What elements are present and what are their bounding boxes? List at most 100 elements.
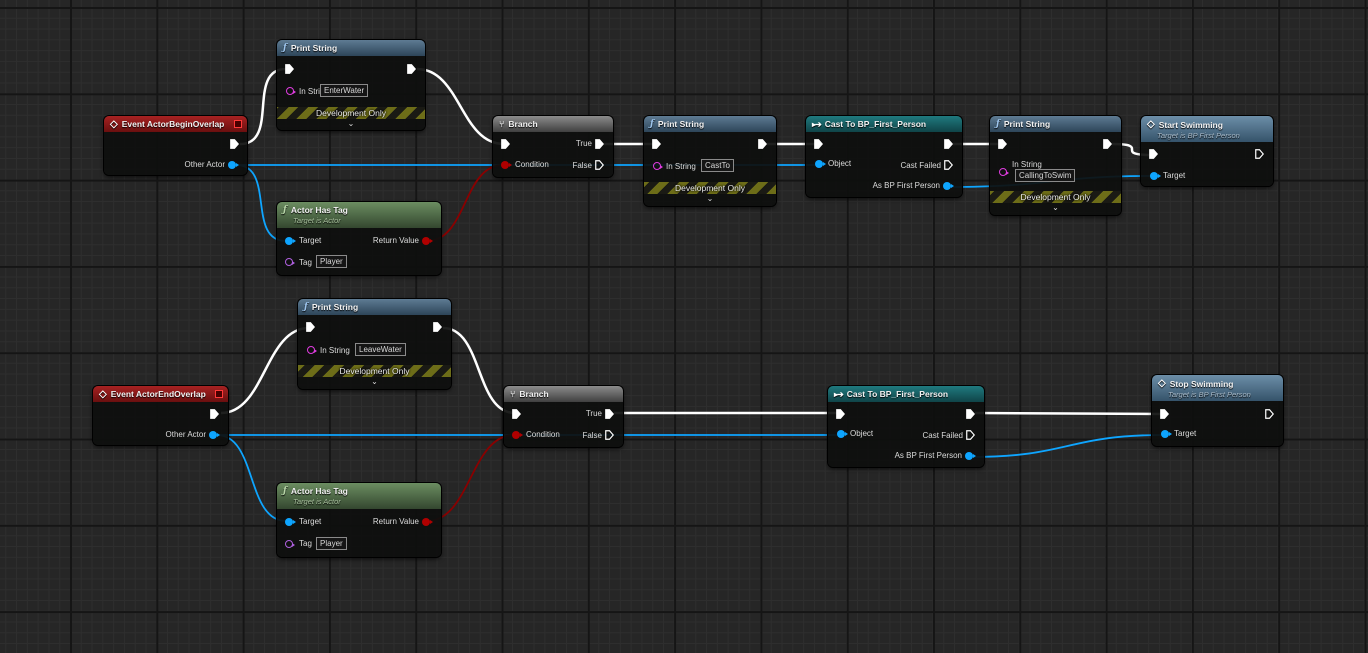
exec-in-pin[interactable] (501, 139, 510, 149)
in-string-pin[interactable] (653, 162, 663, 170)
branch-node[interactable]: ⑂ Branch True Condition False (493, 116, 613, 177)
exec-in-pin[interactable] (285, 64, 294, 74)
print-string-node[interactable]: ƒ Print String In String CallingToSwim D… (990, 116, 1121, 215)
in-string-pin[interactable] (307, 346, 317, 354)
node-header[interactable]: ƒ Actor Has Tag Target is Actor (277, 483, 441, 509)
object-pin[interactable] (815, 160, 826, 168)
exec-in-pin[interactable] (306, 322, 315, 332)
in-string-input[interactable]: CallingToSwim (1015, 169, 1076, 182)
exec-in-pin[interactable] (1149, 149, 1158, 159)
object-pin[interactable] (837, 430, 848, 438)
delegate-pin-icon[interactable] (215, 390, 223, 398)
exec-out-pin[interactable] (210, 409, 219, 419)
expand-chevron-icon[interactable]: ⌄ (706, 194, 714, 203)
event-actor-begin-overlap-node[interactable]: ◇ Event ActorBeginOverlap Other Actor (104, 116, 247, 175)
node-header[interactable]: ◇ Event ActorEndOverlap (93, 386, 228, 402)
branch-node[interactable]: ⑂ Branch True Condition False (504, 386, 623, 447)
node-header[interactable]: ▸➔ Cast To BP_First_Person (828, 386, 984, 402)
false-exec-pin[interactable] (595, 160, 604, 170)
tag-input[interactable]: Player (316, 255, 347, 268)
node-header[interactable]: ⑂ Branch (504, 386, 623, 402)
target-pin[interactable] (1150, 172, 1161, 180)
false-exec-pin[interactable] (605, 430, 614, 440)
cast-failed-exec-pin[interactable] (944, 160, 953, 170)
exec-out-pin[interactable] (230, 139, 239, 149)
actor-has-tag-node[interactable]: ƒ Actor Has Tag Target is Actor Target R… (277, 483, 441, 557)
exec-in-pin[interactable] (1160, 409, 1169, 419)
node-header[interactable]: ƒ Print String (277, 40, 425, 56)
exec-out-pin[interactable] (1255, 149, 1264, 159)
tag-label: Tag (299, 258, 312, 267)
node-title: Event ActorEndOverlap (110, 389, 206, 399)
cast-to-bp-first-person-node[interactable]: ▸➔ Cast To BP_First_Person Object Cast F… (828, 386, 984, 467)
node-header[interactable]: ◇ Event ActorBeginOverlap (104, 116, 247, 132)
exec-out-pin[interactable] (407, 64, 416, 74)
other-actor-pin[interactable] (209, 431, 220, 439)
node-header[interactable]: ƒ Print String (644, 116, 776, 132)
exec-wire[interactable] (974, 411, 1164, 416)
as-bp-first-person-label: As BP First Person (894, 451, 962, 460)
exec-out-pin[interactable] (1265, 409, 1274, 419)
in-string-input[interactable]: CastTo (701, 159, 734, 172)
exec-out-pin[interactable] (1103, 139, 1112, 149)
target-pin[interactable] (285, 237, 296, 245)
branch-icon: ⑂ (510, 389, 516, 399)
stop-swimming-node[interactable]: ◇ Stop Swimming Target is BP First Perso… (1152, 375, 1283, 446)
expand-chevron-icon[interactable]: ⌄ (1052, 203, 1059, 212)
exec-in-pin[interactable] (998, 139, 1007, 149)
print-string-node[interactable]: ƒ Print String In String CastTo Developm… (644, 116, 776, 206)
exec-wire[interactable] (220, 326, 310, 415)
node-header[interactable]: ƒ Print String (990, 116, 1121, 132)
cast-to-bp-first-person-node[interactable]: ▸➔ Cast To BP_First_Person Object Cast F… (806, 116, 962, 197)
exec-out-pin[interactable] (944, 139, 953, 149)
exec-in-pin[interactable] (814, 139, 823, 149)
node-header[interactable]: ⑂ Branch (493, 116, 613, 132)
true-exec-pin[interactable] (605, 409, 614, 419)
cast-icon: ▸➔ (812, 119, 822, 129)
exec-out-pin[interactable] (433, 322, 442, 332)
true-exec-pin[interactable] (595, 139, 604, 149)
node-header[interactable]: ƒ Actor Has Tag Target is Actor (277, 202, 441, 228)
condition-pin[interactable] (501, 161, 512, 169)
as-bp-first-person-label: As BP First Person (872, 181, 940, 190)
node-header[interactable]: ◇ Stop Swimming Target is BP First Perso… (1152, 375, 1283, 401)
event-actor-end-overlap-node[interactable]: ◇ Event ActorEndOverlap Other Actor (93, 386, 228, 445)
exec-wire[interactable] (416, 67, 505, 146)
exec-in-pin[interactable] (836, 409, 845, 419)
delegate-pin-icon[interactable] (234, 120, 242, 128)
start-swimming-node[interactable]: ◇ Start Swimming Target is BP First Pers… (1141, 116, 1273, 186)
tag-pin[interactable] (285, 258, 295, 266)
target-pin[interactable] (1161, 430, 1172, 438)
exec-out-pin[interactable] (758, 139, 767, 149)
as-bp-first-person-pin[interactable] (965, 452, 976, 460)
node-header[interactable]: ▸➔ Cast To BP_First_Person (806, 116, 962, 132)
node-header[interactable]: ◇ Start Swimming Target is BP First Pers… (1141, 116, 1273, 142)
expand-chevron-icon[interactable]: ⌄ (371, 377, 378, 386)
tag-input[interactable]: Player (316, 537, 347, 550)
exec-out-pin[interactable] (966, 409, 975, 419)
other-actor-label: Other Actor (184, 160, 225, 169)
exec-in-pin[interactable] (652, 139, 661, 149)
expand-chevron-icon[interactable]: ⌄ (347, 119, 355, 128)
return-value-pin[interactable] (422, 237, 433, 245)
target-pin[interactable] (285, 518, 296, 526)
node-header[interactable]: ƒ Print String (298, 299, 451, 315)
as-bp-first-person-pin[interactable] (943, 182, 954, 190)
actor-has-tag-node[interactable]: ƒ Actor Has Tag Target is Actor Target R… (277, 202, 441, 275)
in-string-input[interactable]: EnterWater (320, 84, 369, 97)
print-string-node[interactable]: ƒ Print String In String EnterWater Deve… (277, 40, 425, 130)
in-string-pin[interactable] (999, 168, 1009, 176)
object-wire[interactable] (971, 434, 1164, 458)
return-value-pin[interactable] (422, 518, 433, 526)
in-string-label: In String (666, 162, 696, 171)
cast-failed-exec-pin[interactable] (966, 430, 975, 440)
object-wire[interactable] (216, 434, 287, 522)
tag-pin[interactable] (285, 540, 295, 548)
other-actor-pin[interactable] (228, 161, 239, 169)
in-string-pin[interactable] (286, 87, 296, 95)
exec-in-pin[interactable] (512, 409, 521, 419)
print-string-node[interactable]: ƒ Print String In String LeaveWater Deve… (298, 299, 451, 389)
event-icon: ◇ (110, 118, 118, 130)
condition-pin[interactable] (512, 431, 523, 439)
in-string-input[interactable]: LeaveWater (355, 343, 406, 356)
